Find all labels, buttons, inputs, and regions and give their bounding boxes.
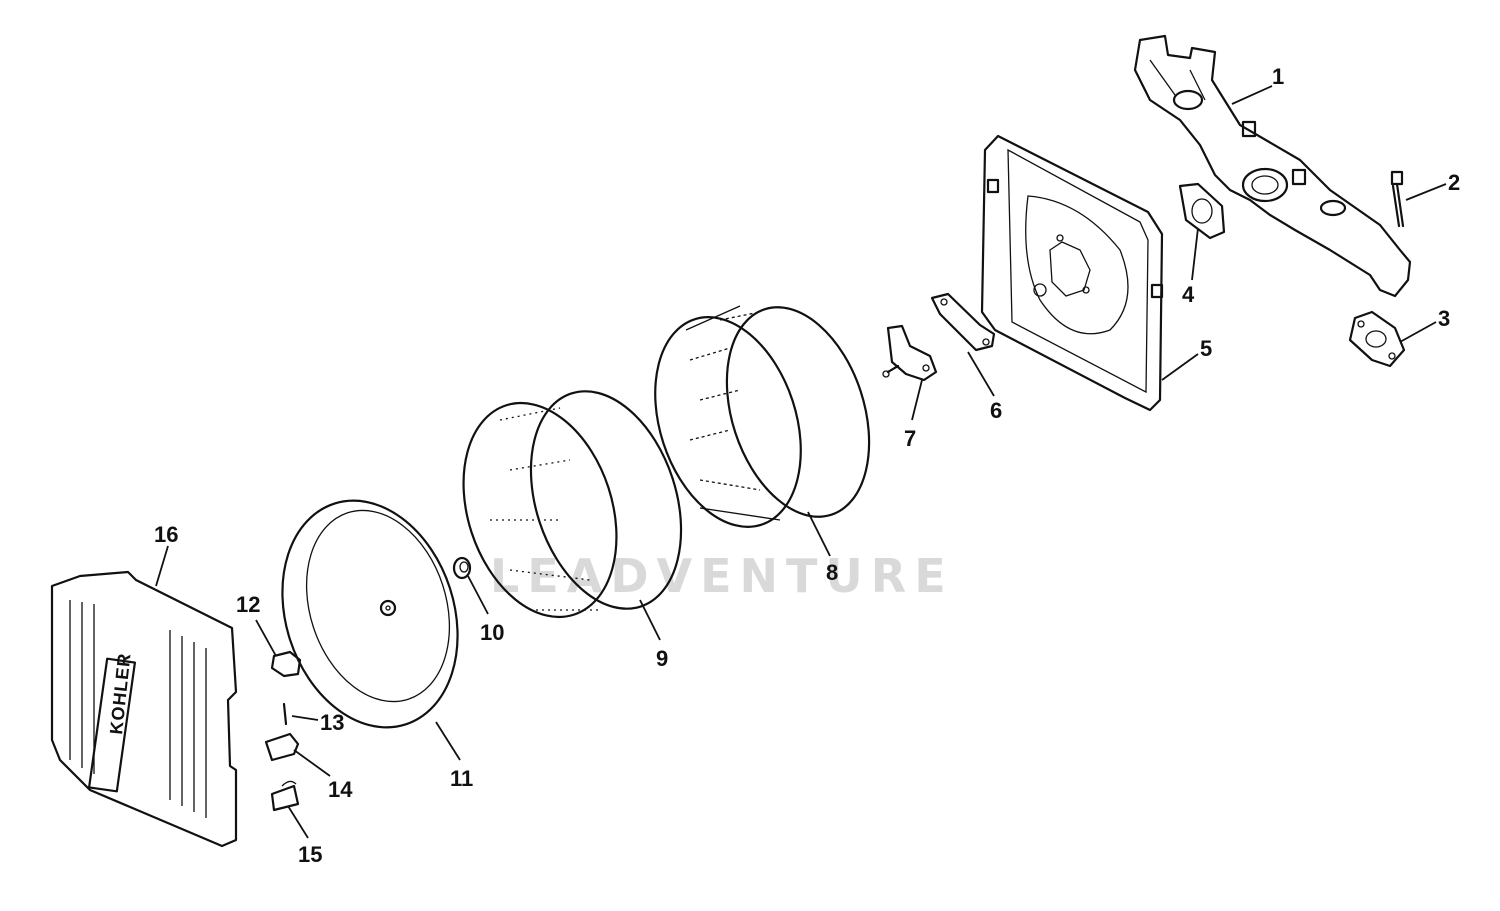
part-3-gasket (1348, 310, 1406, 368)
leader-14 (293, 749, 331, 777)
leader-8 (807, 511, 831, 557)
callout-12: 12 (236, 592, 260, 617)
leader-10 (467, 575, 489, 615)
callout-6: 6 (990, 398, 1002, 423)
part-7-valve (882, 324, 938, 382)
leader-12 (255, 619, 277, 657)
part-12-clip (270, 650, 302, 678)
leader-5 (1161, 353, 1199, 381)
callout-7: 7 (904, 426, 916, 451)
callout-15: 15 (298, 842, 322, 867)
callout-5: 5 (1200, 336, 1212, 361)
leader-7 (911, 379, 923, 421)
leader-16 (155, 545, 169, 587)
leader-11 (435, 721, 461, 761)
callout-11: 11 (450, 766, 473, 791)
part-11-cover (281, 499, 459, 729)
part-13-pin (282, 702, 288, 726)
part-9-filter-element (462, 390, 683, 619)
callout-1: 1 (1272, 64, 1284, 89)
leader-2 (1405, 183, 1447, 201)
part-5-base-plate (980, 134, 1164, 412)
leader-1 (1231, 85, 1273, 105)
part-15-spring-clip (270, 780, 300, 812)
callout-4: 4 (1182, 282, 1195, 307)
part-16-outer-cover (50, 570, 238, 848)
callout-10: 10 (480, 620, 504, 645)
leader-6 (967, 351, 995, 397)
part-8-filter-sleeve (654, 305, 871, 528)
part-1-elbow-manifold (1133, 34, 1412, 298)
callout-labels: 1 2 3 4 5 6 7 8 9 10 11 12 13 14 15 16 (154, 64, 1460, 867)
part-4-gasket (1178, 182, 1226, 240)
callout-8: 8 (826, 560, 838, 585)
leader-15 (287, 805, 309, 839)
callout-14: 14 (328, 777, 353, 802)
leader-13 (291, 715, 319, 721)
part-2-bolt (1390, 170, 1405, 228)
leader-lines (155, 85, 1447, 839)
callout-16: 16 (154, 522, 178, 547)
leader-3 (1399, 321, 1437, 343)
callout-3: 3 (1438, 306, 1450, 331)
leader-4 (1191, 227, 1199, 281)
part-10-wing-nut (452, 556, 472, 580)
part-6-bracket (930, 292, 996, 352)
callout-9: 9 (656, 646, 668, 671)
watermark-text: LEADVENTURE (490, 549, 954, 603)
leader-9 (639, 599, 661, 641)
callout-2: 2 (1448, 170, 1460, 195)
callout-13: 13 (320, 710, 344, 735)
part-14-latch (264, 732, 300, 762)
